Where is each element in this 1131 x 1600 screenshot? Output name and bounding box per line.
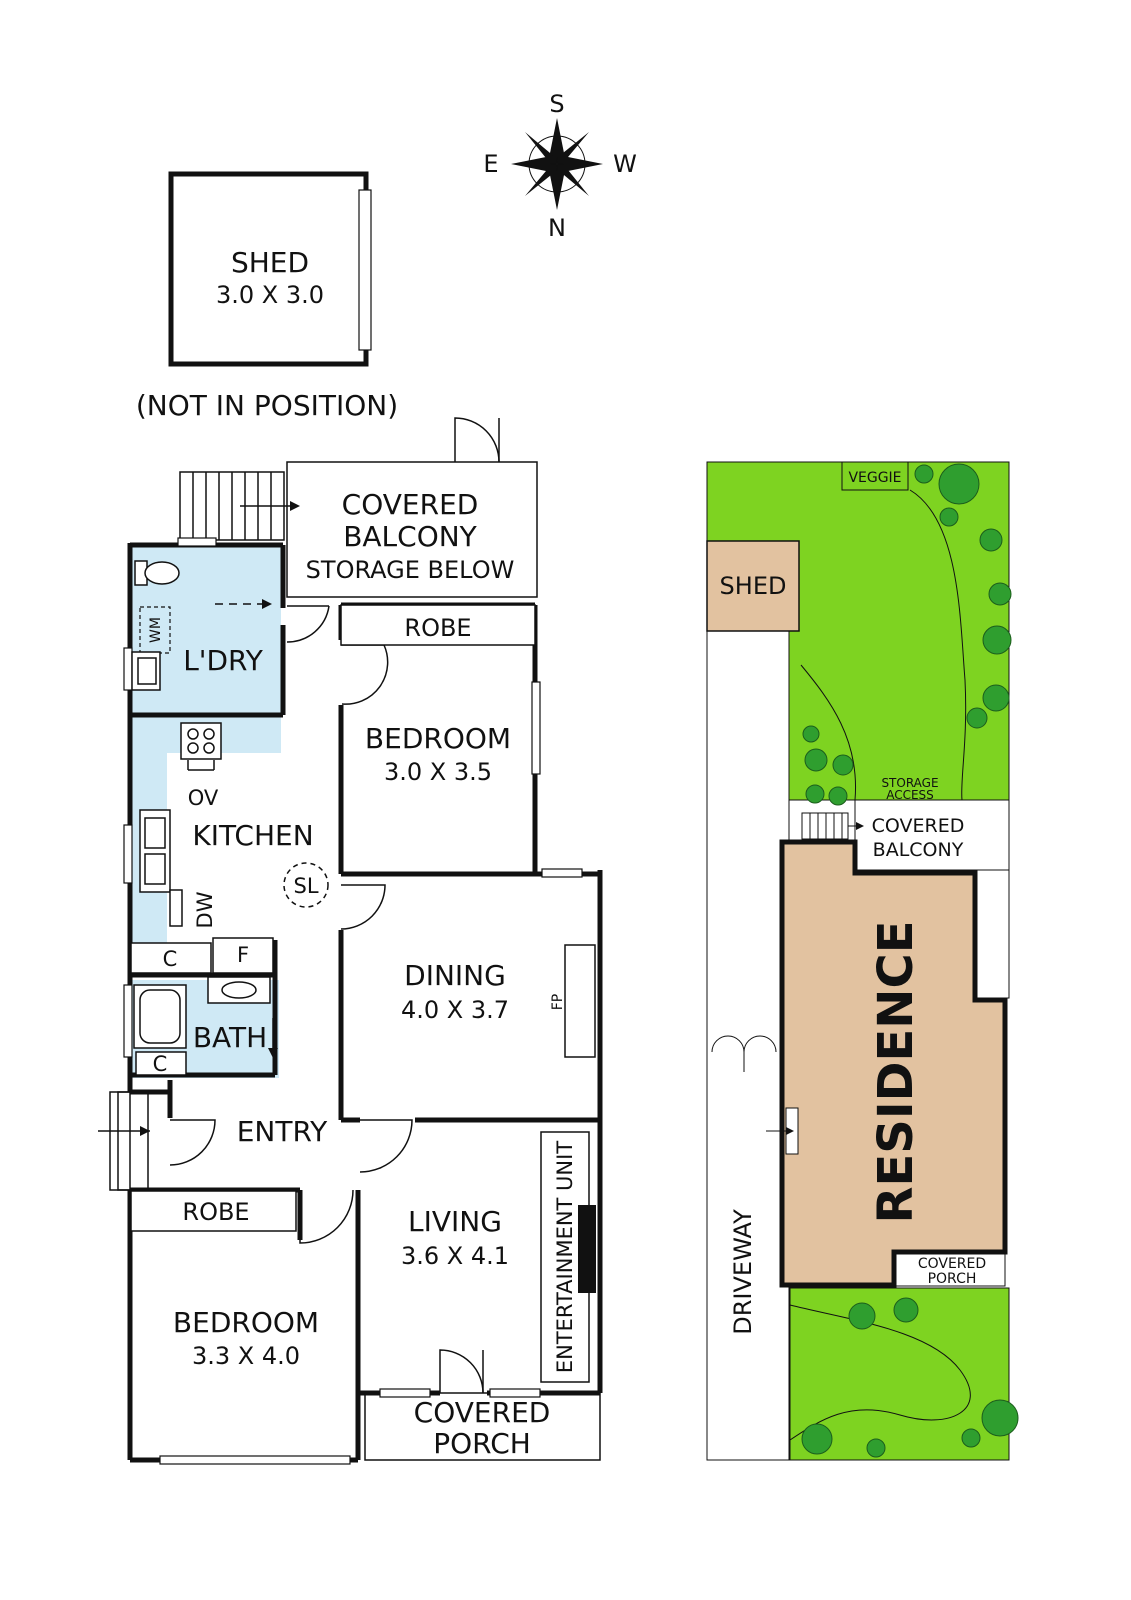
living-size: 3.6 X 4.1 [401, 1242, 509, 1270]
veggie-label: VEGGIE [848, 470, 901, 486]
balcony-label-3: STORAGE BELOW [306, 556, 515, 584]
compass-west-label: W [613, 150, 637, 178]
site-balcony-label-1: COVERED [872, 815, 965, 837]
site-shed [706, 540, 800, 632]
balcony-label-1: COVERED [342, 488, 479, 521]
robe-upper-label: ROBE [404, 614, 471, 642]
residence-label: RESIDENCE [868, 921, 924, 1224]
bedroom-upper-label: BEDROOM [365, 722, 511, 755]
skylight-label: SL [293, 874, 318, 898]
site-labels: VEGGIE SHED STORAGE ACCESS COVERED BALCO… [720, 470, 987, 1335]
dishwasher-label: DW [193, 891, 217, 928]
dining-size: 4.0 X 3.7 [401, 996, 509, 1024]
entertainment-unit-label: ENTERTAINMENT UNIT [553, 1141, 577, 1373]
site-porch-label-2: PORCH [928, 1271, 977, 1287]
dining-label: DINING [404, 959, 506, 992]
shed-plan: SHED 3.0 X 3.0 (NOT IN POSITION) [136, 171, 398, 422]
balcony-stairs [179, 471, 300, 609]
fixtures: WM [130, 560, 596, 1383]
storage-access-label-2: ACCESS [886, 788, 934, 802]
shed-name: SHED [231, 246, 309, 279]
bath-label: BATH [193, 1021, 267, 1054]
compass-rose: S E W N [483, 90, 636, 242]
fridge-label: F [237, 943, 249, 967]
living-label: LIVING [408, 1205, 502, 1238]
garden-trees [801, 463, 1019, 1458]
compass-south-label: S [549, 90, 564, 118]
balcony-label-2: BALCONY [343, 520, 477, 553]
fireplace-label: FP [550, 994, 566, 1011]
entry-label: ENTRY [237, 1115, 328, 1148]
site-plan [706, 461, 1010, 1461]
bedroom-upper-size: 3.0 X 3.5 [384, 758, 492, 786]
doors [98, 417, 500, 1394]
shed-size: 3.0 X 3.0 [216, 281, 324, 309]
compass-north-label: N [548, 214, 566, 242]
room-labels: COVERED BALCONY STORAGE BELOW L'DRY ROBE… [153, 488, 577, 1460]
shed-note: (NOT IN POSITION) [136, 389, 398, 422]
residence-building [779, 839, 1008, 1288]
bath-cupboard-label: C [153, 1052, 168, 1076]
storage-access-label-1: STORAGE [881, 776, 938, 790]
washing-machine-label: WM [148, 617, 164, 643]
porch-label-2: PORCH [433, 1427, 531, 1460]
driveway-label: DRIVEWAY [729, 1209, 757, 1335]
robe-lower-label: ROBE [182, 1198, 249, 1226]
site-shed-label: SHED [720, 572, 787, 600]
oven-label: OV [188, 786, 219, 810]
porch-label-1: COVERED [414, 1396, 551, 1429]
compass-east-label: E [483, 150, 498, 178]
kitchen-label: KITCHEN [192, 819, 313, 852]
driveway-area [706, 629, 790, 1461]
site-porch-label-1: COVERED [918, 1256, 986, 1272]
kitchen-cupboard-label: C [163, 947, 178, 971]
windows [123, 537, 583, 1465]
bedroom-lower-size: 3.3 X 4.0 [192, 1342, 300, 1370]
laundry-label: L'DRY [183, 644, 264, 677]
bedroom-lower-label: BEDROOM [173, 1306, 319, 1339]
site-balcony-label-2: BALCONY [873, 839, 964, 861]
